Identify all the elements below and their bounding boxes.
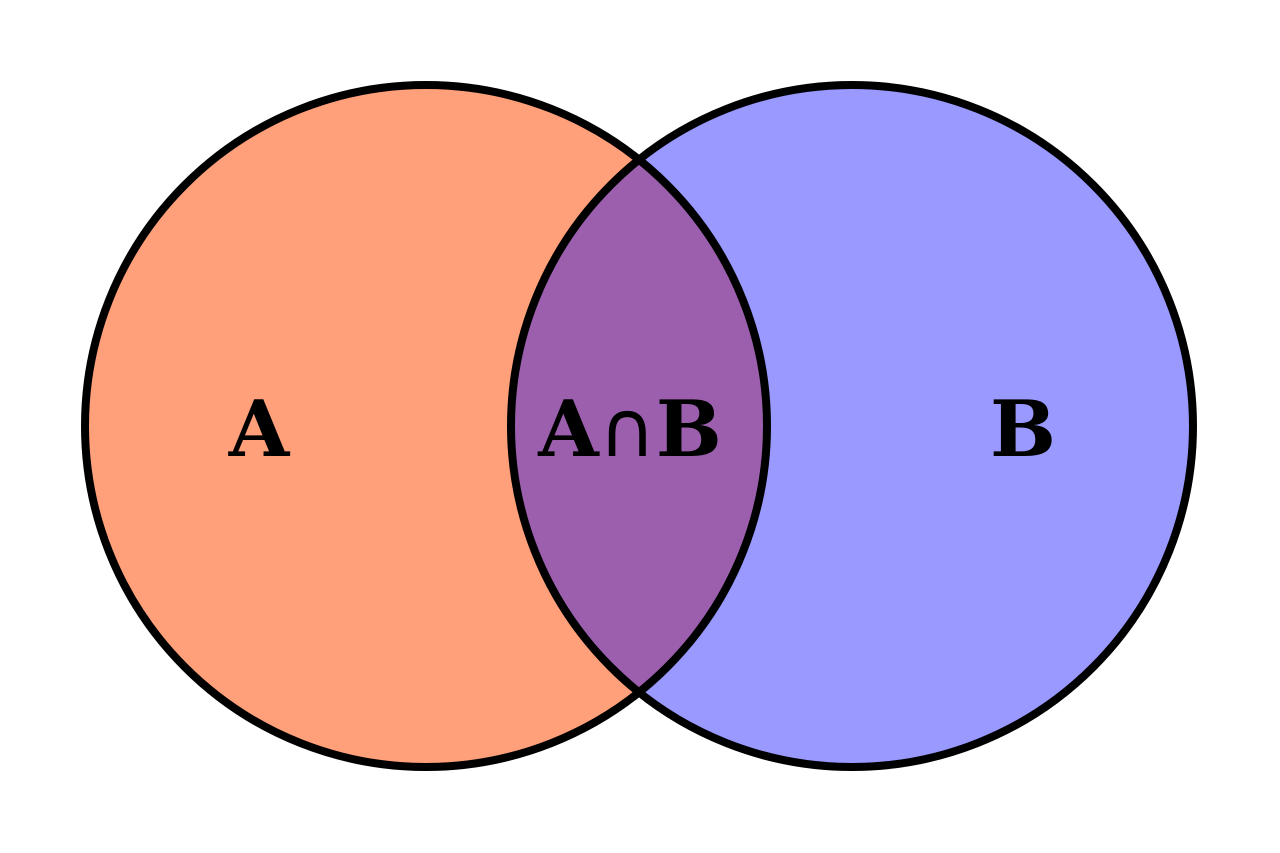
set-b-label: B [990,384,1056,475]
intersection-region [511,85,767,767]
intersection-label-b: B [656,384,722,475]
set-a-outline [81,81,771,771]
intersection-label-a: A [537,384,600,475]
intersection-operator: ∩ [599,385,656,475]
intersection-label: A∩B [537,384,722,475]
set-a-label: A [228,384,291,475]
set-b-outline [507,81,1197,771]
